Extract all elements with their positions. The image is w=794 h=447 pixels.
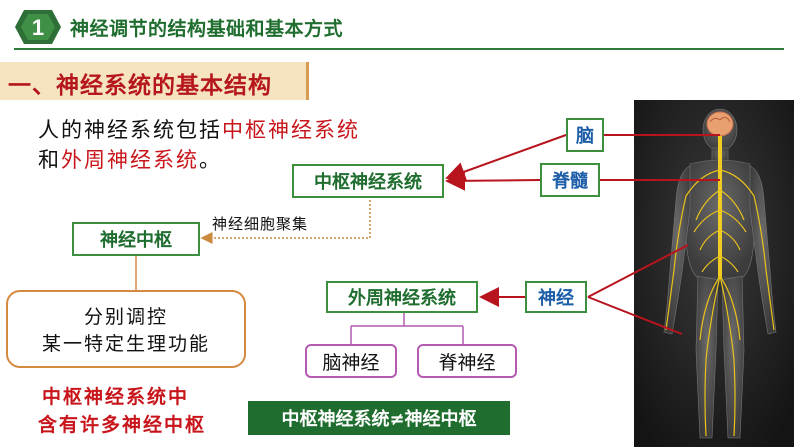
intro-line1-highlight: 中枢神经系统 bbox=[222, 118, 360, 142]
intro-line-2: 和外周神经系统。 bbox=[38, 144, 222, 174]
intro-line2-highlight: 外周神经系统 bbox=[61, 148, 199, 172]
section-title-bar bbox=[0, 62, 309, 100]
hexagon-badge-icon: 1 bbox=[15, 10, 61, 44]
function-box: 分别调控 某一特定生理功能 bbox=[6, 290, 246, 368]
cranial-nerve-box: 脑神经 bbox=[305, 344, 397, 378]
section-title: 一、神经系统的基本结构 bbox=[8, 73, 272, 99]
nerve-center-box: 神经中枢 bbox=[72, 222, 200, 256]
brain-label: 脑 bbox=[566, 118, 604, 152]
human-nervous-system-illustration bbox=[634, 100, 794, 447]
nerve-label: 神经 bbox=[525, 281, 587, 313]
header-title: 神经调节的结构基础和基本方式 bbox=[70, 18, 344, 40]
spinal-cord-label: 脊髓 bbox=[540, 163, 600, 197]
conclusion-banner: 中枢神经系统≠神经中枢 bbox=[248, 401, 510, 435]
central-nervous-system-box: 中枢神经系统 bbox=[292, 164, 444, 198]
intro-line2-suffix: 。 bbox=[199, 148, 222, 172]
function-line-1: 分别调控 bbox=[83, 306, 168, 328]
peripheral-nervous-system-box: 外周神经系统 bbox=[326, 281, 478, 313]
conclusion-line-1: 中枢神经系统中 bbox=[42, 386, 190, 408]
intro-line2-prefix: 和 bbox=[38, 148, 61, 172]
function-line-2: 某一特定生理功能 bbox=[41, 333, 210, 355]
intro-line1-prefix: 人的神经系统包括 bbox=[38, 118, 222, 142]
cluster-note: 神经细胞聚集 bbox=[212, 215, 309, 233]
badge-number: 1 bbox=[32, 15, 44, 40]
spinal-nerve-box: 脊神经 bbox=[417, 344, 517, 378]
conclusion-line-2: 含有许多神经中枢 bbox=[38, 414, 207, 436]
intro-line-1: 人的神经系统包括中枢神经系统 bbox=[38, 114, 360, 144]
header-divider bbox=[14, 48, 784, 50]
